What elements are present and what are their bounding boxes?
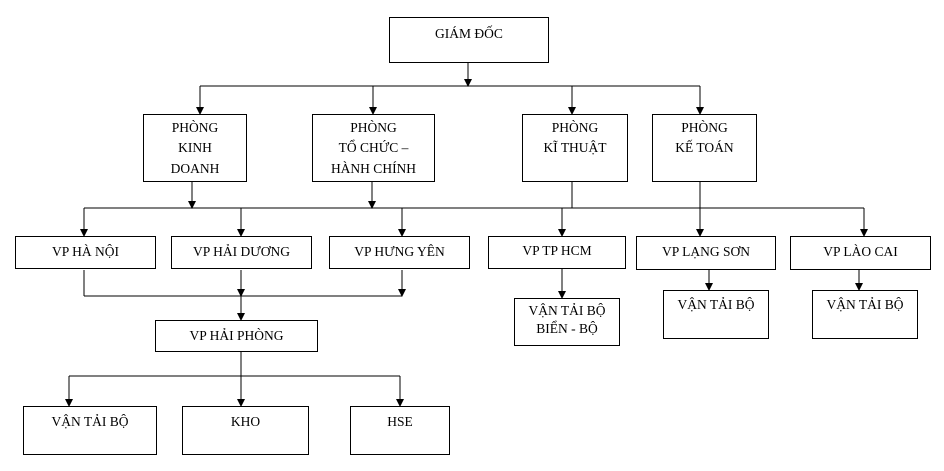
node-hcm-office: VP TP HCM bbox=[488, 236, 626, 269]
node-label: VẬN TẢI BỘ bbox=[528, 303, 606, 318]
node-label: GIÁM ĐỐC bbox=[435, 26, 503, 41]
node-langson-office: VP LẠNG SƠN bbox=[636, 236, 776, 270]
node-label: VP HẢI PHÒNG bbox=[189, 328, 284, 343]
node-tech-department: PHÒNG KĨ THUẬT bbox=[522, 114, 628, 182]
node-label: KINH bbox=[178, 140, 212, 156]
node-label: PHÒNG bbox=[350, 120, 397, 135]
node-hcm-transport: VẬN TẢI BỘ BIỂN - BỘ bbox=[514, 298, 620, 346]
node-label: TỔ CHỨC – bbox=[338, 140, 409, 156]
node-label: HÀNH CHÍNH bbox=[330, 160, 417, 176]
node-label: PHÒNG bbox=[551, 120, 599, 135]
node-label: VP HÀ NỘI bbox=[52, 244, 119, 259]
node-accounting-department: PHÒNG KẾ TOÁN bbox=[652, 114, 757, 182]
node-ceo: GIÁM ĐỐC bbox=[389, 17, 549, 63]
node-label: HSE bbox=[387, 414, 413, 429]
node-label: BIỂN - BỘ bbox=[536, 321, 598, 337]
node-label: VP LẠNG SƠN bbox=[661, 244, 750, 259]
node-hanoi-office: VP HÀ NỘI bbox=[15, 236, 156, 269]
node-label: VP HƯNG YÊN bbox=[354, 244, 445, 259]
node-haiphong-transport: VẬN TẢI BỘ bbox=[23, 406, 157, 455]
node-label: KẾ TOÁN bbox=[675, 140, 734, 156]
node-hungyen-office: VP HƯNG YÊN bbox=[329, 236, 470, 269]
node-label: PHÒNG bbox=[681, 120, 728, 135]
node-label: VP HẢI DƯƠNG bbox=[193, 244, 290, 259]
node-label: VP TP HCM bbox=[522, 243, 592, 258]
node-label: KHO bbox=[230, 414, 261, 429]
node-laocai-transport: VẬN TẢI BỘ bbox=[812, 290, 918, 339]
node-haiphong-office: VP HẢI PHÒNG bbox=[155, 320, 318, 352]
node-langson-transport: VẬN TẢI BỘ bbox=[663, 290, 769, 339]
node-label: VẬN TẢI BỘ bbox=[677, 297, 755, 312]
node-label: VẬN TẢI BỘ bbox=[826, 297, 904, 312]
node-sales-department: PHÒNG KINH DOANH bbox=[143, 114, 247, 182]
node-haiduong-office: VP HẢI DƯƠNG bbox=[171, 236, 312, 269]
node-label: KĨ THUẬT bbox=[543, 140, 607, 156]
node-warehouse: KHO bbox=[182, 406, 309, 455]
node-label: PHÒNG bbox=[171, 120, 219, 135]
node-label: VẬN TẢI BỘ bbox=[51, 414, 129, 429]
node-label: DOANH bbox=[170, 160, 220, 176]
node-admin-department: PHÒNG TỔ CHỨC – HÀNH CHÍNH bbox=[312, 114, 435, 182]
node-label: VP LÀO CAI bbox=[823, 244, 898, 259]
node-laocai-office: VP LÀO CAI bbox=[790, 236, 931, 270]
node-hse: HSE bbox=[350, 406, 450, 455]
